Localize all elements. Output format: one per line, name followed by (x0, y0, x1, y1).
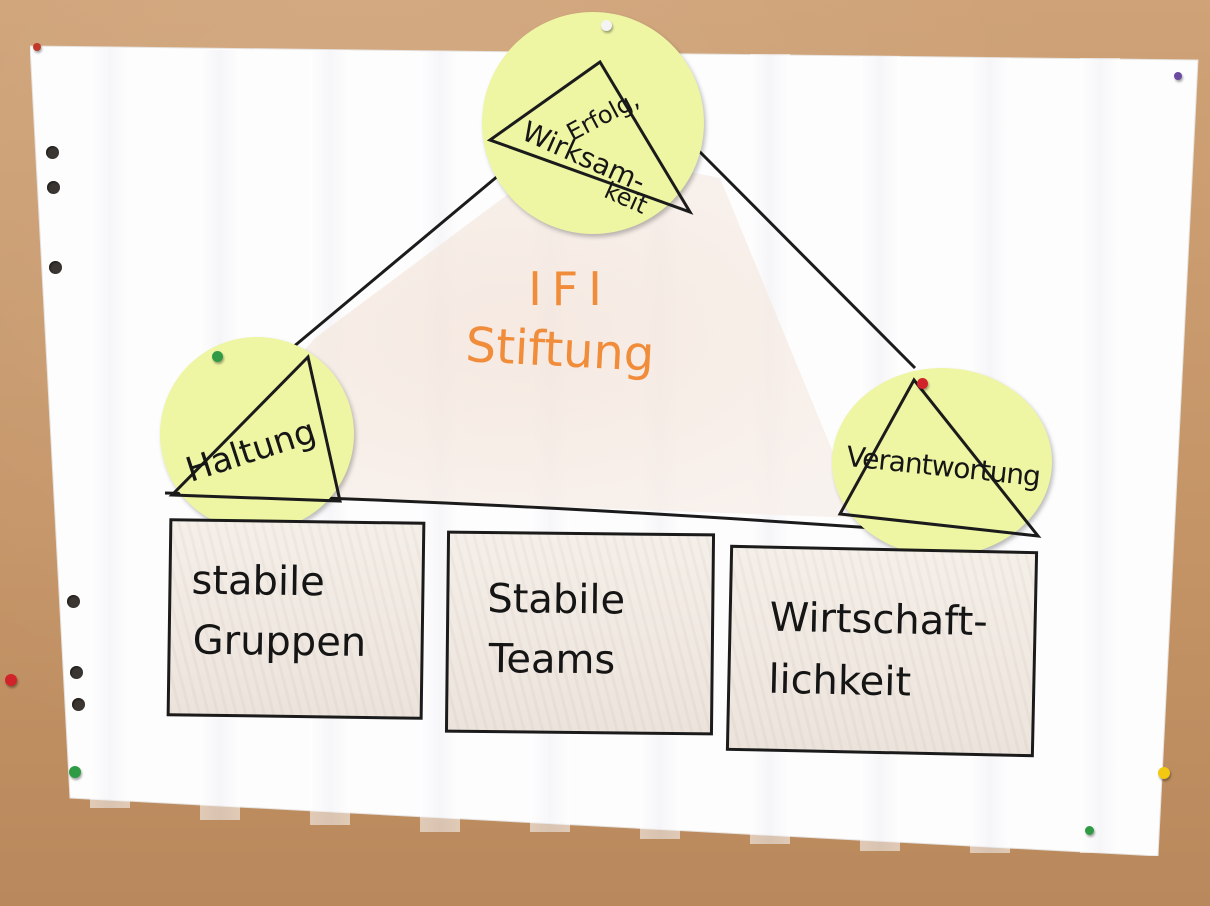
pushpin-green (1085, 826, 1094, 835)
box-economic-efficiency: Wirtschaft- lichkeit (725, 544, 1039, 758)
box-stable-teams: Stabile Teams (444, 530, 716, 736)
pushpin-red (33, 43, 41, 51)
circle-right: Verantwortung (832, 368, 1052, 556)
pushpin-green (69, 766, 81, 778)
box-stable-groups-line1: stabile (191, 557, 326, 606)
circle-left-triangle (168, 353, 342, 503)
pushpin-yellow (1158, 767, 1170, 779)
circle-top-triangle (486, 59, 694, 215)
punch-hole (46, 146, 59, 159)
punch-hole (49, 261, 62, 274)
pushpin-purple (1174, 72, 1182, 80)
box-stable-groups: stabile Gruppen (166, 518, 426, 720)
box-economic-efficiency-line1: Wirtschaft- (769, 594, 989, 646)
punch-hole (70, 666, 83, 679)
pushpin-green (212, 351, 223, 362)
box-economic-efficiency-line2: lichkeit (767, 656, 912, 706)
pushpin-red (5, 674, 17, 686)
circle-right-triangle (837, 377, 1042, 538)
box-stable-groups-line2: Gruppen (192, 617, 367, 666)
circle-top: Erfolg, Wirksam- keit (482, 12, 704, 234)
pushpin-white (601, 20, 612, 31)
punch-hole (47, 181, 60, 194)
punch-hole (67, 595, 80, 608)
box-stable-teams-line2: Teams (488, 636, 616, 684)
punch-hole (72, 698, 85, 711)
center-title-line1: IFI (528, 262, 612, 316)
pushpin-red (917, 378, 928, 389)
box-stable-teams-line1: Stabile (487, 576, 626, 624)
circle-left: Haltung (160, 337, 354, 531)
